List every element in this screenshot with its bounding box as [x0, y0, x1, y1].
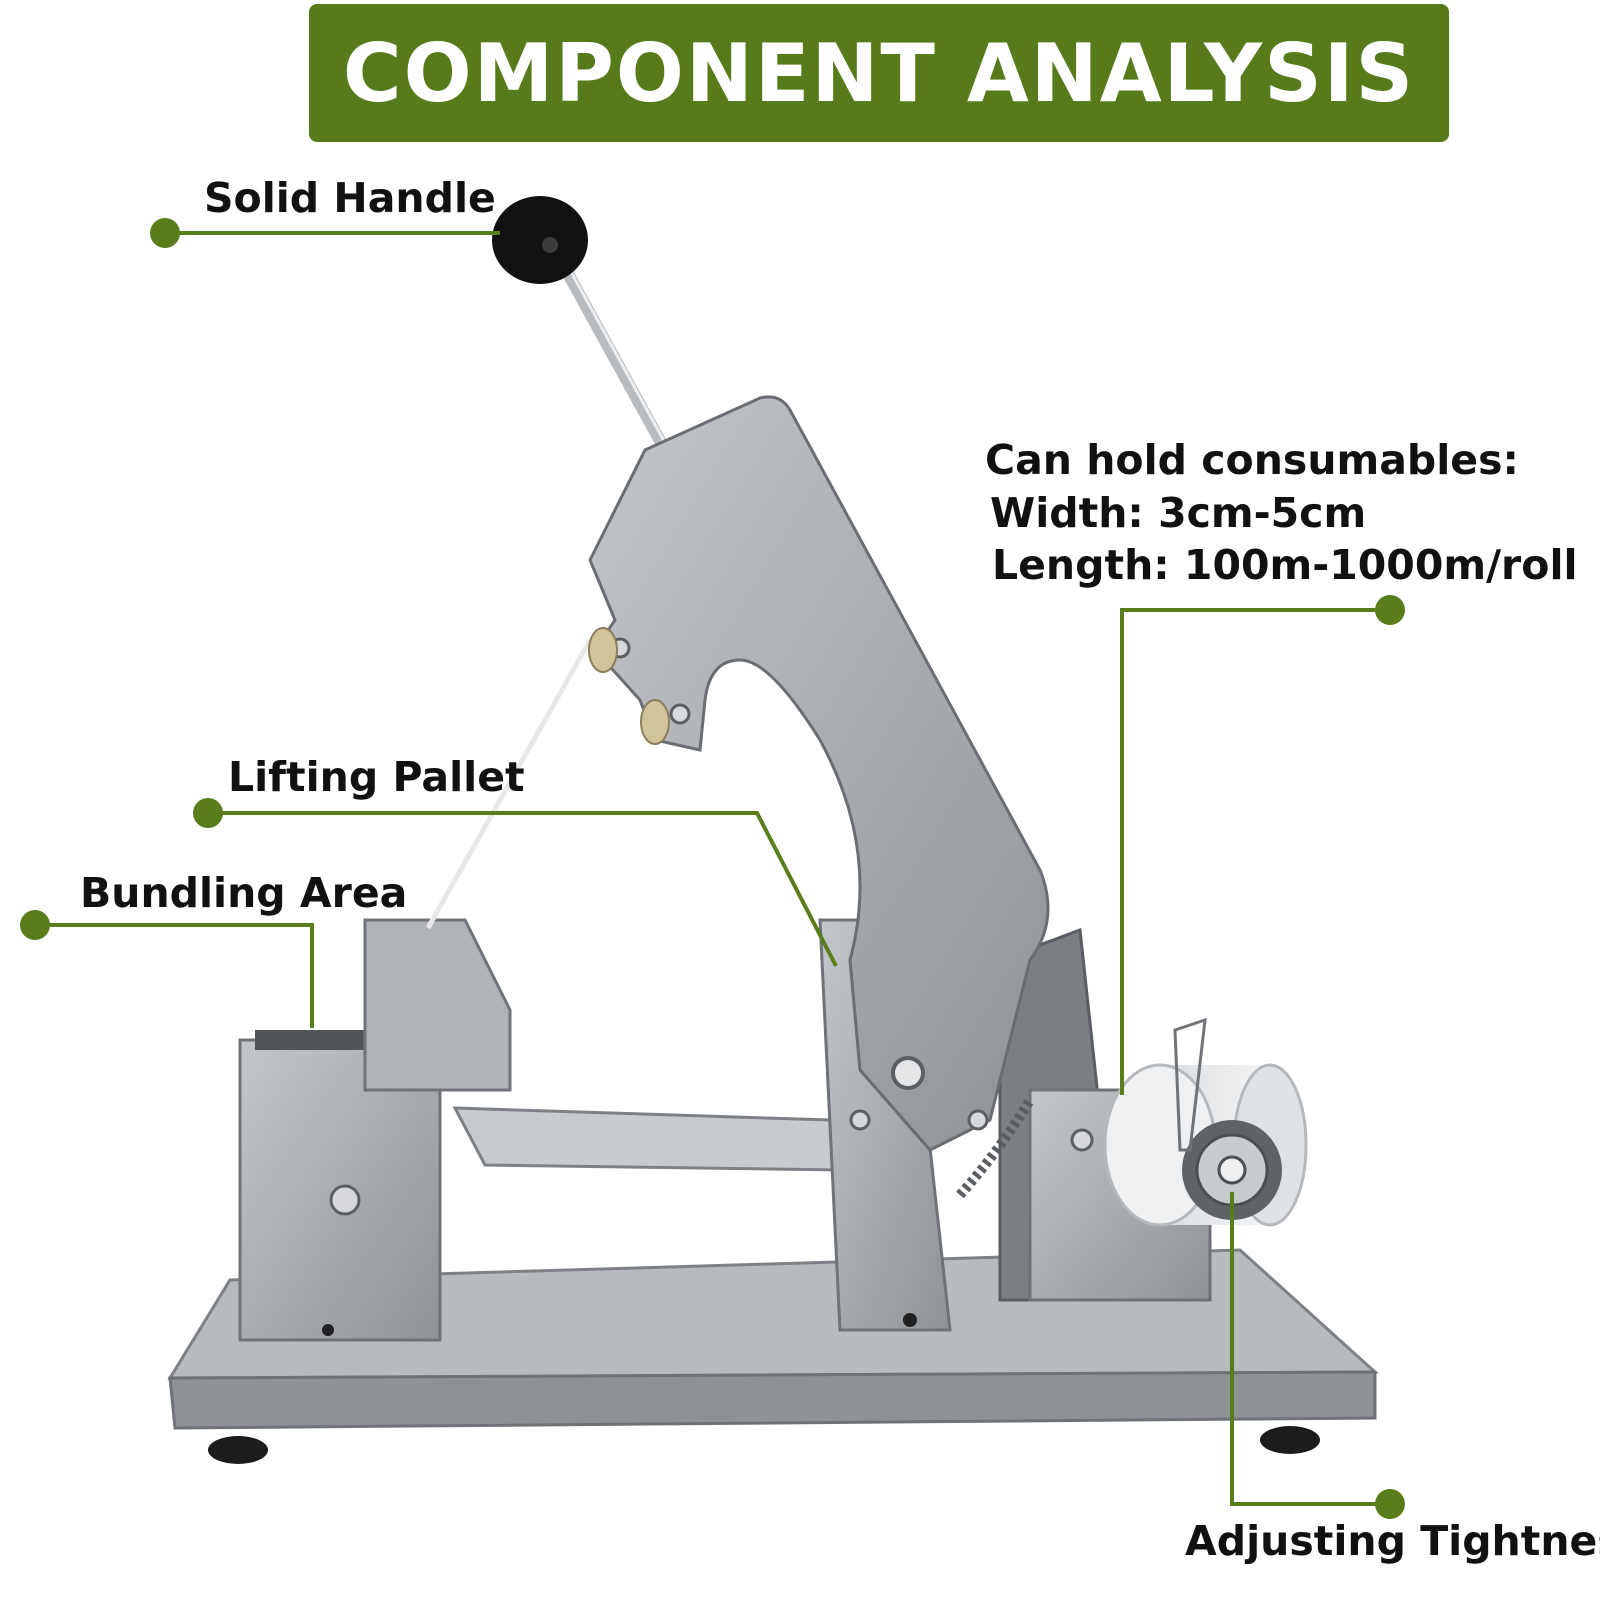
bundling-box [238, 918, 512, 1342]
callout-dot [1375, 595, 1405, 625]
callout-dot [1375, 1489, 1405, 1519]
label-lifting-pallet: Lifting Pallet [228, 753, 525, 801]
callout-dot [150, 218, 180, 248]
foot [208, 1436, 268, 1464]
foot [1260, 1426, 1320, 1454]
gear-teeth [956, 1097, 1035, 1199]
label-bundling-area: Bundling Area [80, 869, 408, 917]
label-consumables-length: Length: 100m-1000m/roll [992, 541, 1578, 589]
handle-rod [549, 244, 671, 456]
pallet-tray [452, 1106, 842, 1172]
title-banner: COMPONENT ANALYSIS [309, 4, 1449, 142]
callout-line-adjusting-tightness [1230, 1192, 1390, 1506]
strap-strand [425, 638, 593, 930]
label-adjusting-tightness: Adjusting Tightness [1185, 1517, 1600, 1565]
callout-dots [20, 218, 1405, 1519]
callout-lines [35, 231, 1390, 1506]
callout-line-lifting-pallet [208, 811, 838, 967]
handle-knob [492, 196, 588, 284]
callout-line-consumables [1120, 608, 1390, 1095]
lever-arm [588, 395, 1050, 1152]
label-consumables-title: Can hold consumables: [985, 436, 1519, 484]
callout-dot [193, 798, 223, 828]
callout-line-bundling-area [35, 923, 314, 1028]
label-solid-handle: Solid Handle [204, 174, 496, 222]
label-consumables-width: Width: 3cm-5cm [990, 489, 1367, 537]
tape-roll [1103, 1017, 1308, 1227]
page-title: COMPONENT ANALYSIS [342, 26, 1416, 120]
callout-dot [20, 910, 50, 940]
